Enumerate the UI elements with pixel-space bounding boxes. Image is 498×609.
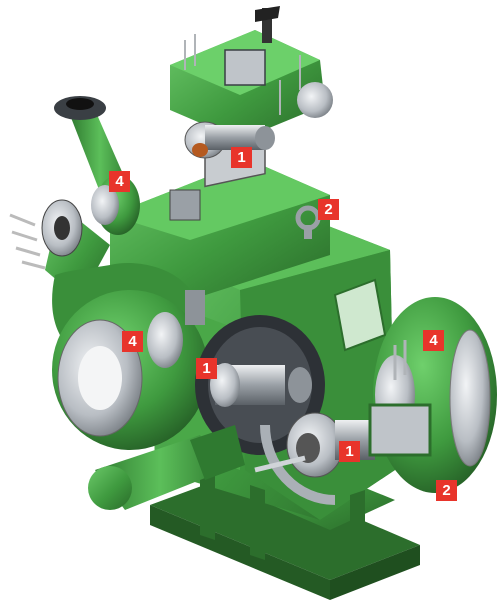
callout-inlet-flange: 4	[109, 171, 130, 192]
callout-volute-left: 4	[122, 331, 143, 352]
exposed-gear-train	[185, 290, 325, 455]
callout-bearing-low: 1	[339, 441, 360, 462]
input-shaft-coupling	[88, 425, 245, 510]
callout-housing-right: 2	[436, 480, 457, 501]
callout-bearing-mid: 1	[196, 358, 217, 379]
callout-lifting-lug: 2	[318, 199, 339, 220]
volute-right	[373, 297, 497, 493]
top-cover	[170, 6, 333, 140]
volute-left	[52, 263, 208, 450]
callout-volute-right: 4	[423, 330, 444, 351]
exposed-shaft-lower	[254, 403, 432, 505]
callout-bearing-top: 1	[231, 147, 252, 168]
exploded-bearing-top	[184, 121, 275, 159]
